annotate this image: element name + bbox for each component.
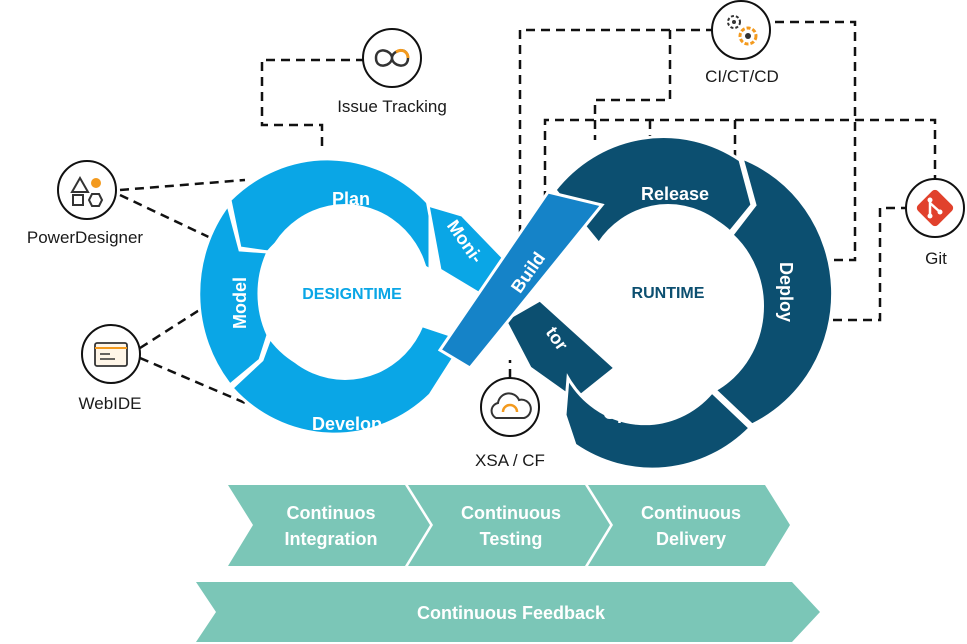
connector-powerdesigner-model [119, 193, 216, 242]
integration-line1: Continuos [287, 503, 376, 523]
connector-powerdesigner-plan [119, 178, 246, 192]
git-tool[interactable]: Git [905, 178, 965, 268]
designtime-center [260, 204, 430, 380]
chevron-testing [408, 485, 610, 566]
chevron-delivery [588, 485, 790, 566]
infinity-icon [374, 48, 410, 67]
operate-label: Operate [603, 403, 671, 423]
connector-cicd-build [518, 28, 715, 240]
git-icon [916, 189, 954, 227]
powerdesigner-label: PowerDesigner [27, 228, 144, 247]
chevron-integration [228, 485, 430, 566]
plan-label: Plan [332, 189, 370, 209]
release-label: Release [641, 184, 709, 204]
runtime-center [583, 204, 753, 380]
cloud-icon [490, 392, 532, 419]
xsa-cf-tool[interactable]: XSA / CF [475, 377, 545, 470]
deploy-segment [712, 155, 835, 427]
integration-line2: Integration [285, 529, 378, 549]
model-segment [197, 201, 271, 388]
testing-line1: Continuous [461, 503, 561, 523]
runtime-loop [503, 135, 835, 471]
connector-git-top [543, 118, 937, 230]
designtime-label: DESIGNTIME [302, 286, 402, 303]
webide-tool[interactable]: WebIDE [79, 324, 142, 413]
issue-tracking-tool[interactable]: Issue Tracking [337, 28, 447, 116]
runtime-label: RUNTIME [632, 285, 705, 302]
pipeline-chevrons: Continuos Integration Continuous Testing… [196, 485, 820, 642]
deploy-label: Deploy [776, 262, 796, 322]
connector-issue-tracking [260, 58, 365, 150]
cicd-tool[interactable]: CI/CT/CD [705, 0, 779, 86]
feedback-label: Continuous Feedback [417, 603, 606, 623]
webide-label: WebIDE [79, 394, 142, 413]
powerdesigner-tool[interactable]: PowerDesigner [27, 160, 144, 247]
delivery-line2: Delivery [656, 529, 726, 549]
connector-git-deploy [820, 206, 910, 322]
gears-icon [727, 15, 758, 46]
monitor-band-bottom [503, 298, 618, 402]
code-window-icon [94, 342, 128, 367]
model-label: Model [230, 277, 250, 329]
feedback-arrow [196, 582, 820, 642]
build-band [437, 190, 605, 370]
connector-lines [119, 20, 937, 407]
connector-cicd-deploy [760, 20, 857, 262]
connector-webide-develop [139, 356, 251, 407]
delivery-line1: Continuous [641, 503, 741, 523]
testing-line2: Testing [480, 529, 543, 549]
develop-label: Develop [312, 414, 382, 434]
connector-cicd-a [593, 30, 672, 140]
git-label: Git [925, 249, 947, 268]
cicd-label: CI/CT/CD [705, 67, 779, 86]
shapes-icon [70, 175, 104, 207]
xsa-cf-label: XSA / CF [475, 451, 545, 470]
issue-tracking-label: Issue Tracking [337, 97, 447, 116]
operate-segment [563, 373, 753, 471]
